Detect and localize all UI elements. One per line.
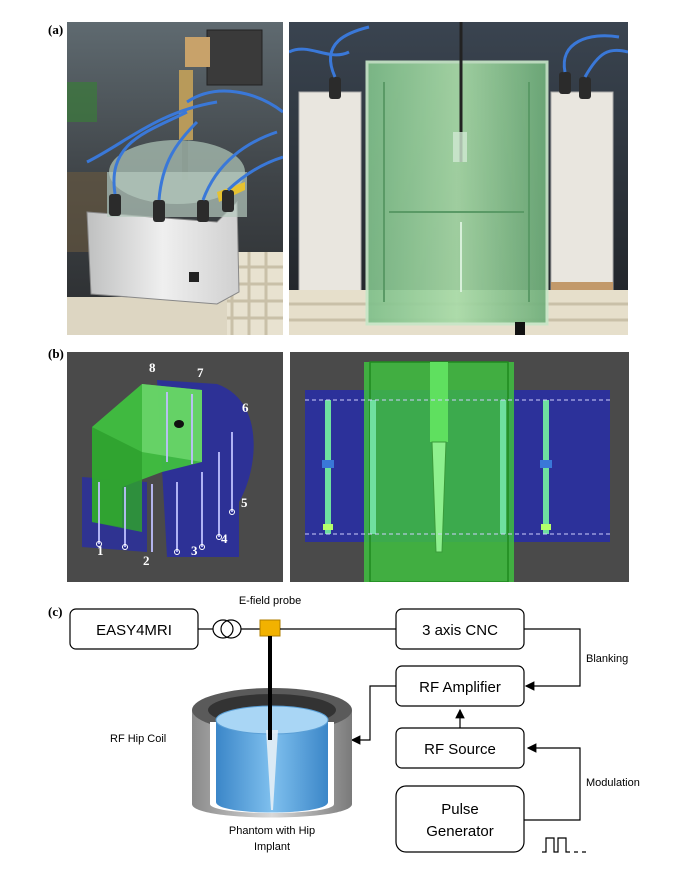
render-number-4: 4 [221, 531, 228, 546]
easy4mri-label: EASY4MRI [96, 622, 172, 639]
panel-label-b: (b) [48, 346, 64, 361]
render-coil-front-view [290, 352, 629, 582]
render-number-8: 8 [149, 360, 156, 375]
pulse-label-line1: Pulse [441, 801, 479, 818]
render-coil-3d-view: 1 2 3 4 5 6 7 8 [67, 352, 283, 582]
hip-coil-illustration [192, 688, 352, 818]
blanking-label: Blanking [586, 653, 628, 665]
photo-phantom-front [289, 22, 628, 335]
rf-amplifier-label: RF Amplifier [419, 679, 501, 696]
rf-source-label: RF Source [424, 741, 496, 758]
render-number-7: 7 [197, 365, 204, 380]
schematic-diagram: EASY4MRI E-field probe 3 axis CNC Blanki… [69, 595, 640, 853]
phantom-label-line1: Phantom with Hip [229, 825, 315, 837]
fiber-coil-icon [212, 619, 242, 639]
panel-label-c: (c) [48, 604, 63, 619]
panel-label-a: (a) [48, 22, 64, 37]
phantom-label-line2: Implant [254, 841, 290, 853]
render-number-1: 1 [97, 543, 104, 558]
render-number-6: 6 [242, 400, 249, 415]
pulse-generator-box [395, 785, 525, 853]
pulse-waveform-icon [542, 837, 586, 853]
modulation-label: Modulation [586, 777, 640, 789]
probe-head-icon [259, 619, 281, 637]
render-number-5: 5 [241, 495, 248, 510]
render-number-3: 3 [191, 543, 198, 558]
rf-hip-coil-label: RF Hip Coil [110, 733, 166, 745]
render-number-2: 2 [143, 553, 150, 568]
photo-hip-coil-setup [67, 22, 283, 335]
pulse-label-line2: Generator [426, 823, 494, 840]
cnc-label: 3 axis CNC [422, 622, 498, 639]
probe-label: E-field probe [239, 595, 301, 607]
